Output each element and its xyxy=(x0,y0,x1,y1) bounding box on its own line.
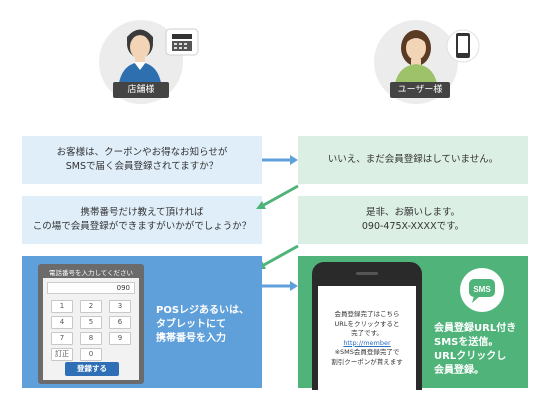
user-answer-bubble-1: いいえ、まだ会員登録はしていません。 xyxy=(298,136,528,184)
phone-speaker xyxy=(356,272,378,275)
keypad-key-2[interactable]: 2 xyxy=(80,300,102,313)
keypad-key-1[interactable]: 1 xyxy=(51,300,73,313)
sms-line: ※SMS会員登録完了で xyxy=(334,348,400,356)
keypad-key-5[interactable]: 5 xyxy=(80,316,102,329)
keypad-key-9[interactable]: 9 xyxy=(109,332,131,345)
store-panel-line: タブレットにて xyxy=(156,319,226,330)
bubble-text-line: いいえ、まだ会員登録はしていません。 xyxy=(327,154,499,165)
keypad-key-correct[interactable]: 訂正 xyxy=(51,348,73,361)
user-panel-line: 会員登録URL付き xyxy=(434,323,517,334)
user-panel-line: SMSを送信。 xyxy=(434,337,499,348)
keypad-key-7[interactable]: 7 xyxy=(51,332,73,345)
bubble-text-line: この場で会員登録ができますがいかがでしょうか？ xyxy=(32,221,252,232)
arrow-right-1 xyxy=(262,155,298,165)
sms-icon-label: SMS xyxy=(473,285,491,294)
store-panel-line: POSレジあるいは、 xyxy=(156,305,250,316)
cash-register-icon xyxy=(165,28,199,56)
bubble-text-line: お客様は、クーポンやお得なお知らせが xyxy=(56,147,228,158)
keypad-key-3[interactable]: 3 xyxy=(109,300,131,313)
bubble-text-line: 090-475X-XXXXです。 xyxy=(361,221,465,232)
keypad-key-0[interactable]: 0 xyxy=(80,348,102,361)
sms-message: 会員登録完了はこちら URLをクリックすると 完了です。 http://memb… xyxy=(322,310,412,367)
store-question-bubble-2: 携帯番号だけ教えて頂ければ この場で会員登録ができますがいかがでしょうか？ xyxy=(22,196,262,244)
tablet-screen: 090 1 2 3 4 5 6 7 8 9 訂正 0 登録する xyxy=(43,278,139,380)
keypad-key-4[interactable]: 4 xyxy=(51,316,73,329)
bubble-text-line: 是非、お願いします。 xyxy=(365,207,461,218)
register-button[interactable]: 登録する xyxy=(65,362,119,376)
arrow-right-2 xyxy=(262,281,298,291)
sms-line: URLをクリックすると xyxy=(334,319,400,328)
sms-bubble-icon: SMS xyxy=(460,268,504,312)
sms-member-link[interactable]: http://member xyxy=(343,338,391,347)
tablet-header: 電話番号を入力してください xyxy=(48,269,134,277)
sms-line: 会員登録完了はこちら xyxy=(334,310,400,318)
bubble-text-line: 携帯番号だけ教えて頂ければ xyxy=(80,207,204,218)
sms-line: 完了です。 xyxy=(351,329,383,337)
arrow-diagonal-1 xyxy=(256,184,299,209)
sms-line: 割引クーポンが貰えます xyxy=(331,357,403,366)
user-panel-line: 会員登録。 xyxy=(434,365,484,376)
store-question-bubble-1: お客様は、クーポンやお得なお知らせが SMSで届く会員登録されてますか？ xyxy=(22,136,262,184)
user-answer-bubble-2: 是非、お願いします。 090-475X-XXXXです。 xyxy=(298,196,528,244)
user-role-label: ユーザー様 xyxy=(390,82,450,98)
keypad-key-6[interactable]: 6 xyxy=(109,316,131,329)
bubble-text-line: SMSで届く会員登録されてますか？ xyxy=(65,161,219,172)
smartphone-icon xyxy=(446,29,480,63)
pos-tablet: 電話番号を入力してください 090 1 2 3 4 5 6 7 8 9 訂正 0… xyxy=(38,264,144,384)
phone-number-display: 090 xyxy=(47,282,135,294)
store-panel-line: 携帯番号を入力 xyxy=(156,333,226,344)
smartphone-mockup: 会員登録完了はこちら URLをクリックすると 完了です。 http://memb… xyxy=(312,262,422,390)
arrow-diagonal-2 xyxy=(256,244,299,269)
user-panel-line: URLクリックし xyxy=(434,351,507,362)
phone-screen: 会員登録完了はこちら URLをクリックすると 完了です。 http://memb… xyxy=(318,286,416,390)
user-panel-text: 会員登録URL付き SMSを送信。 URLクリックし 会員登録。 xyxy=(434,322,526,378)
store-role-label: 店舗様 xyxy=(113,82,169,98)
store-panel-text: POSレジあるいは、 タブレットにて 携帯番号を入力 xyxy=(156,304,256,346)
keypad-key-8[interactable]: 8 xyxy=(80,332,102,345)
